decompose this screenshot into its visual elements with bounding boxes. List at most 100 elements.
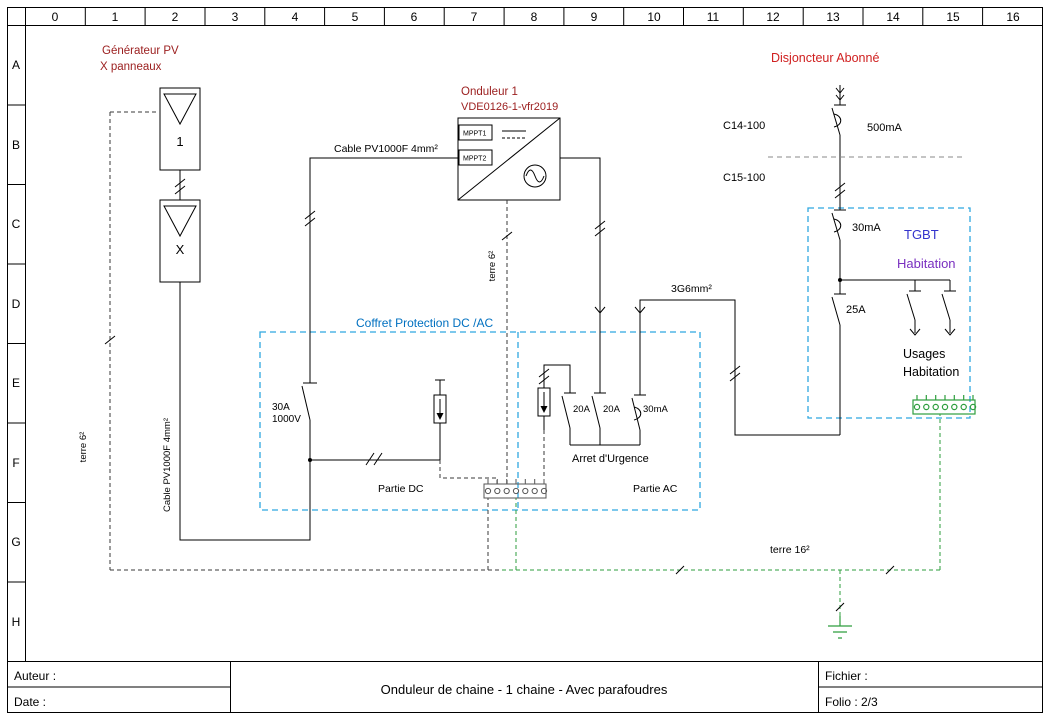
col-label: 7 (471, 10, 478, 24)
ac-sine-icon (523, 164, 547, 188)
col-label: 8 (531, 10, 538, 24)
arrow-icon (540, 406, 548, 413)
tgbt-label: TGBT (904, 227, 939, 242)
partie-dc-label: Partie DC (378, 483, 424, 495)
col-label: 12 (766, 10, 780, 24)
dc-string-wires (179, 157, 458, 541)
col-label: 14 (886, 10, 900, 24)
tgbt-earth-busbar (912, 395, 977, 415)
pv-panel-1-symbol: 1 (159, 87, 201, 171)
arrow-icon (436, 413, 444, 420)
inverter-standard: VDE0126-1-vfr2019 (461, 101, 558, 113)
conductor-marks (538, 220, 741, 385)
col-label: 5 (352, 10, 359, 24)
usage-branch-1 (906, 290, 921, 336)
row-label: B (12, 138, 20, 152)
chevron-down-icon (944, 328, 956, 336)
tgbt-wires (839, 240, 951, 435)
file-label: Fichier : (825, 669, 868, 683)
ac-breaker-20a-1: 20A (561, 392, 591, 429)
row-label: E (12, 376, 20, 390)
junction-dot (838, 278, 842, 282)
panel-x-label: X (176, 242, 185, 257)
terre6-mid-label: terre 6² (487, 251, 498, 282)
breaker-20a-2-label: 20A (603, 404, 621, 415)
col-label: 10 (647, 10, 661, 24)
differential-30ma-label: 30mA (643, 404, 668, 415)
junction-dot (308, 458, 312, 462)
pv-generator: Générateur PV X panneaux 1 X Cable PV100… (100, 45, 458, 541)
pv-panel-x-symbol: X (159, 199, 201, 283)
dc-surge-protector (433, 379, 447, 460)
tgbt-internals: 30mA 25A Usages Habitation (831, 209, 959, 435)
inverter: Onduleur 1 VDE0126-1-vfr2019 MPPT1 MPPT2 (457, 86, 561, 201)
breaker-20a-1-label: 20A (573, 404, 591, 415)
col-label: 6 (411, 10, 418, 24)
partie-ac-label: Partie AC (633, 483, 678, 495)
mppt1-label: MPPT1 (463, 131, 486, 138)
sheet-title: Onduleur de chaine - 1 chaine - Avec par… (381, 682, 668, 697)
ac-breaker-20a-2: 20A (591, 392, 621, 429)
usage-branch-2 (941, 290, 956, 336)
tgbt-30ma-label: 30mA (852, 222, 881, 234)
drawing-frame: 0 1 2 3 4 5 6 7 8 9 10 11 12 13 14 15 16… (7, 7, 1043, 713)
row-label: D (12, 297, 21, 311)
inverter-name: Onduleur 1 (461, 86, 518, 98)
col-label: 2 (172, 10, 179, 24)
cable-pv-top-label: Cable PV1000F 4mm² (334, 143, 438, 155)
utility-feed: Disjoncteur Abonné 500mA C14-100 C15-100 (723, 51, 962, 210)
ac-surge-protector (537, 387, 551, 417)
panel-1-label: 1 (176, 134, 183, 149)
utility-breaker-500ma: 500mA (831, 104, 903, 136)
ac-differential-30ma: 30mA (631, 394, 668, 431)
coffret-protection-box: Coffret Protection DC /AC Partie DC Part… (259, 316, 701, 511)
author-label: Auteur : (14, 669, 56, 683)
col-label: 4 (292, 10, 299, 24)
coffret-title: Coffret Protection DC /AC (356, 316, 493, 330)
row-label: G (11, 535, 20, 549)
col-label: 3 (232, 10, 239, 24)
folio-label: Folio : 2/3 (825, 695, 878, 709)
col-label: 11 (707, 10, 720, 24)
col-label: 9 (591, 10, 598, 24)
ac-cable-label: 3G6mm² (671, 283, 712, 295)
date-label: Date : (14, 695, 46, 709)
col-label: 13 (826, 10, 840, 24)
col-label: 1 (112, 10, 119, 24)
emergency-stop-label: Arret d'Urgence (572, 453, 649, 465)
row-label: A (12, 58, 20, 72)
supply-chevrons-icon (835, 87, 845, 101)
column-labels: 0 1 2 3 4 5 6 7 8 9 10 11 12 13 14 15 16 (52, 10, 1020, 24)
ac-wires (543, 157, 840, 446)
ac-protection-section: 20A 20A 30mA Arret d'Urgence 3G6mm² (537, 157, 840, 465)
terre16-label: terre 16² (770, 544, 810, 556)
coffret-earth-busbar (483, 479, 548, 499)
tgbt-box: TGBT Habitation (807, 207, 971, 419)
row-labels: A B C D E F G H (11, 58, 20, 629)
tgbt-habitation-label: Habitation (897, 256, 956, 271)
earth-network: terre 6² terre 6² terre 16² (78, 111, 977, 639)
generator-title-1: Générateur PV (102, 45, 179, 57)
col-label: 15 (946, 10, 960, 24)
row-label: H (12, 615, 21, 629)
row-label: C (12, 217, 21, 231)
column-ticks (84, 7, 984, 26)
c14-label: C14-100 (723, 120, 765, 132)
c15-label: C15-100 (723, 172, 765, 184)
terre6-left-label: terre 6² (78, 432, 89, 463)
usages-label-2: Habitation (903, 365, 959, 379)
tgbt-differential-30ma: 30mA (831, 209, 881, 241)
tgbt-breaker-25a: 25A (831, 293, 866, 326)
disjoncteur-abonne-label: Disjoncteur Abonné (771, 51, 879, 65)
conductor-marks (174, 178, 383, 466)
cable-pv-left-label: Cable PV1000F 4mm² (162, 418, 173, 512)
dc-switch-rating: 30A (272, 402, 290, 413)
col-label: 0 (52, 10, 59, 24)
dc-switch-30a: 30A 1000V (272, 382, 317, 425)
mppt2-label: MPPT2 (463, 156, 486, 163)
row-label: F (12, 456, 19, 470)
title-block: Auteur : Date : Onduleur de chaine - 1 c… (7, 661, 1043, 713)
col-label: 16 (1006, 10, 1020, 24)
